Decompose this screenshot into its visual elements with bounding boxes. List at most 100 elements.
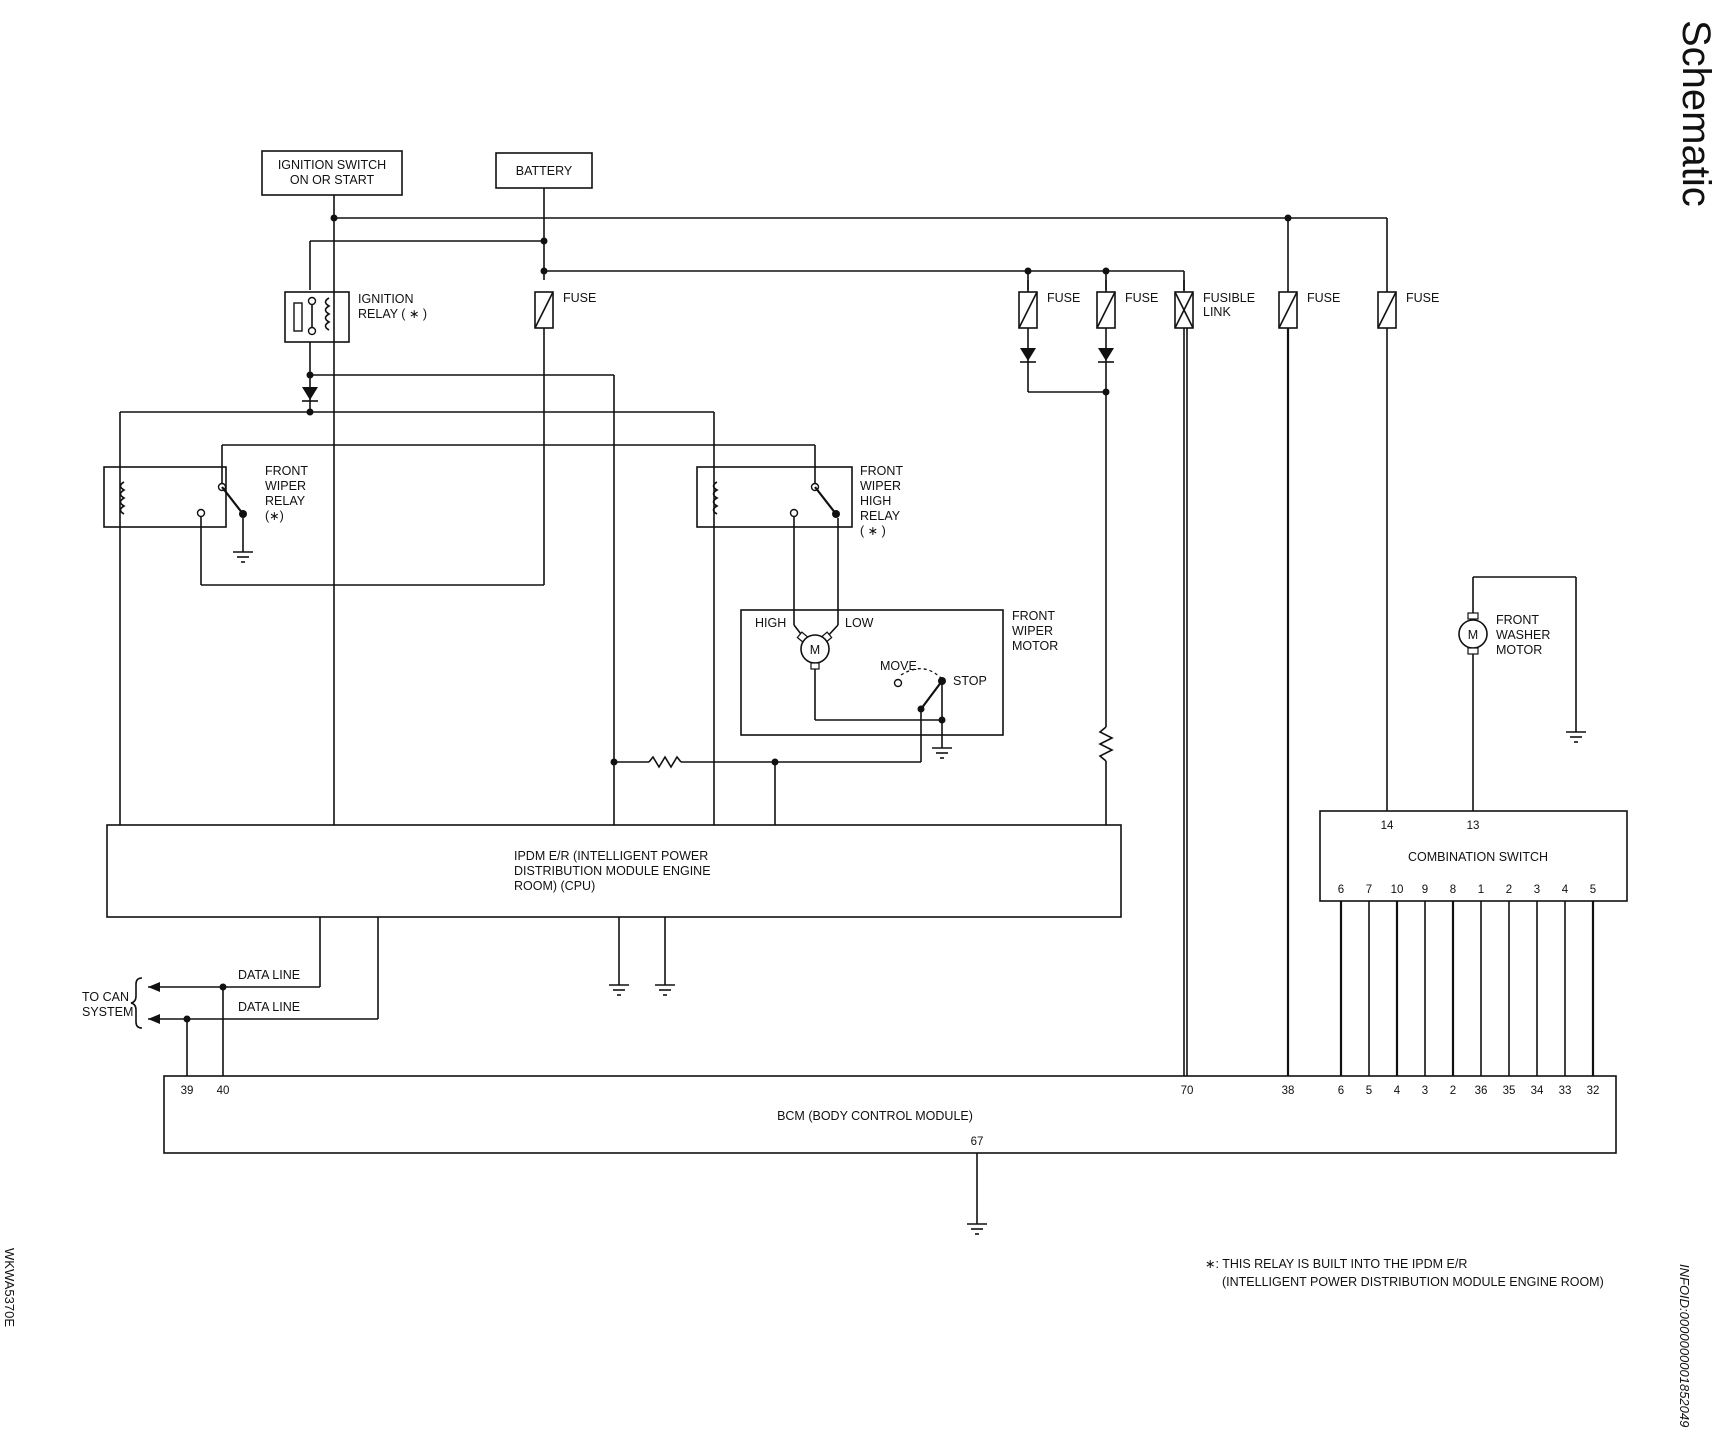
front-wiper-motor-label-1: FRONT <box>1012 609 1055 623</box>
motor-symbol: M <box>810 643 820 657</box>
stop-label: STOP <box>953 674 987 688</box>
front-wiper-relay-label-4: (∗) <box>265 509 284 523</box>
ipdm-label-3: ROOM) (CPU) <box>514 879 595 893</box>
comb-pin: 6 <box>1338 884 1344 896</box>
bcm-module: 39 40 70 38 6 5 4 3 2 36 35 34 33 32 BCM… <box>163 1075 1617 1154</box>
bcm-pin: 32 <box>1587 1085 1600 1097</box>
low-label: LOW <box>845 616 874 630</box>
front-wiper-motor-label-3: MOTOR <box>1012 639 1058 653</box>
comb-pin-13: 13 <box>1467 820 1480 832</box>
front-washer-motor-label-3: MOTOR <box>1496 643 1542 657</box>
data-line-label-1: DATA LINE <box>238 968 300 982</box>
comb-pin: 2 <box>1506 884 1512 896</box>
combination-switch: 14 13 COMBINATION SWITCH 6 7 10 9 8 1 2 … <box>1319 810 1628 902</box>
left-diagram-code: WKWA5370E <box>2 1248 17 1327</box>
front-wiper-relay: FRONT WIPER RELAY (∗) <box>103 464 308 528</box>
ground-icon <box>233 551 253 563</box>
front-wiper-high-relay-label-3: HIGH <box>860 494 891 508</box>
footnote-line-1: ∗: THIS RELAY IS BUILT INTO THE IPDM E/R <box>1205 1257 1467 1271</box>
high-label: HIGH <box>755 616 786 630</box>
fuse-4: FUSE <box>1278 291 1340 329</box>
front-wiper-high-relay-label-2: WIPER <box>860 479 901 493</box>
ignition-switch-box: IGNITION SWITCH ON OR START <box>261 150 403 196</box>
fusible-link-label-2: LINK <box>1203 305 1231 319</box>
fuse-3: FUSE <box>1096 291 1158 329</box>
bcm-pin: 4 <box>1394 1085 1401 1097</box>
comb-pin: 10 <box>1391 884 1404 896</box>
bcm-label: BCM (BODY CONTROL MODULE) <box>777 1109 973 1123</box>
front-wiper-relay-label-1: FRONT <box>265 464 308 478</box>
ignition-switch-label-2: ON OR START <box>290 173 375 187</box>
junction-dot <box>1284 214 1292 222</box>
front-wiper-motor: HIGH LOW M MOVE STOP FRONT WIPER MOTOR <box>740 600 1058 736</box>
ignition-relay-label-2: RELAY ( ∗ ) <box>358 307 427 321</box>
ground-icon <box>1566 731 1586 743</box>
comb-pin: 7 <box>1366 884 1372 896</box>
to-can-label-1: TO CAN <box>82 990 129 1004</box>
comb-pin: 1 <box>1478 884 1484 896</box>
ground-icon <box>609 984 629 996</box>
comb-pin: 5 <box>1590 884 1596 896</box>
bcm-pin-40: 40 <box>217 1085 230 1097</box>
comb-pin: 9 <box>1422 884 1428 896</box>
comb-pin-14: 14 <box>1381 820 1394 832</box>
comb-pin: 8 <box>1450 884 1456 896</box>
ground-icon <box>655 984 675 996</box>
fuse-1: FUSE <box>534 291 596 585</box>
right-info-id: INFOID:0000000001852049 <box>1677 1264 1692 1427</box>
bcm-pin-39: 39 <box>181 1085 194 1097</box>
page-title: Schematic <box>1674 20 1718 207</box>
fuse-2: FUSE <box>1018 291 1080 329</box>
junction-dot <box>540 267 548 275</box>
bcm-pin: 6 <box>1338 1085 1344 1097</box>
supply-wires <box>309 188 1388 290</box>
front-wiper-high-relay-label-5: ( ∗ ) <box>860 524 886 538</box>
resistor-icon <box>648 755 682 769</box>
resistor-icon <box>1098 726 1114 762</box>
fuse-label: FUSE <box>563 291 596 305</box>
ground-icon <box>967 1223 987 1235</box>
bcm-pin-38: 38 <box>1282 1085 1295 1097</box>
battery-label: BATTERY <box>516 164 573 178</box>
arrow-icon <box>148 982 160 992</box>
diode-icon <box>302 375 318 412</box>
bcm-pin-67: 67 <box>971 1136 984 1148</box>
junction-dot <box>1102 267 1110 275</box>
fusible-link: FUSIBLE LINK <box>1174 291 1255 329</box>
fuse-5: FUSE <box>1377 291 1439 329</box>
ipdm-label-1: IPDM E/R (INTELLIGENT POWER <box>514 849 708 863</box>
ignition-switch-label-1: IGNITION SWITCH <box>278 158 386 172</box>
brace-icon <box>130 977 143 1029</box>
fuse-label: FUSE <box>1125 291 1158 305</box>
combination-switch-label: COMBINATION SWITCH <box>1408 850 1548 864</box>
ipdm-er-module: IPDM E/R (INTELLIGENT POWER DISTRIBUTION… <box>106 824 1122 918</box>
data-line-label-2: DATA LINE <box>238 1000 300 1014</box>
fusible-link-label-1: FUSIBLE <box>1203 291 1255 305</box>
diode-icon <box>1098 328 1114 392</box>
front-washer-motor: M FRONT WASHER MOTOR <box>1458 576 1577 811</box>
fuse-label: FUSE <box>1047 291 1080 305</box>
junction-dot <box>540 237 548 245</box>
bcm-pin: 2 <box>1450 1085 1456 1097</box>
fuse-label: FUSE <box>1406 291 1439 305</box>
bcm-pin-70: 70 <box>1181 1085 1194 1097</box>
ipdm-label-2: DISTRIBUTION MODULE ENGINE <box>514 864 711 878</box>
junction-dot <box>1024 267 1032 275</box>
front-washer-motor-label-1: FRONT <box>1496 613 1539 627</box>
fuse-label: FUSE <box>1307 291 1340 305</box>
diode-icon <box>1020 328 1036 392</box>
footnote-line-2: (INTELLIGENT POWER DISTRIBUTION MODULE E… <box>1222 1275 1604 1289</box>
bcm-pin: 3 <box>1422 1085 1428 1097</box>
front-wiper-relay-label-3: RELAY <box>265 494 306 508</box>
bcm-pin: 5 <box>1366 1085 1372 1097</box>
front-wiper-high-relay-label-1: FRONT <box>860 464 903 478</box>
bcm-pin: 36 <box>1475 1085 1488 1097</box>
to-can-label-2: SYSTEM <box>82 1005 133 1019</box>
front-wiper-high-relay-label-4: RELAY <box>860 509 901 523</box>
front-wiper-high-relay: FRONT WIPER HIGH RELAY ( ∗ ) <box>696 464 903 538</box>
comb-pin: 3 <box>1534 884 1540 896</box>
bcm-pin: 34 <box>1531 1085 1544 1097</box>
comb-pin: 4 <box>1562 884 1569 896</box>
junction-dot <box>610 758 618 766</box>
